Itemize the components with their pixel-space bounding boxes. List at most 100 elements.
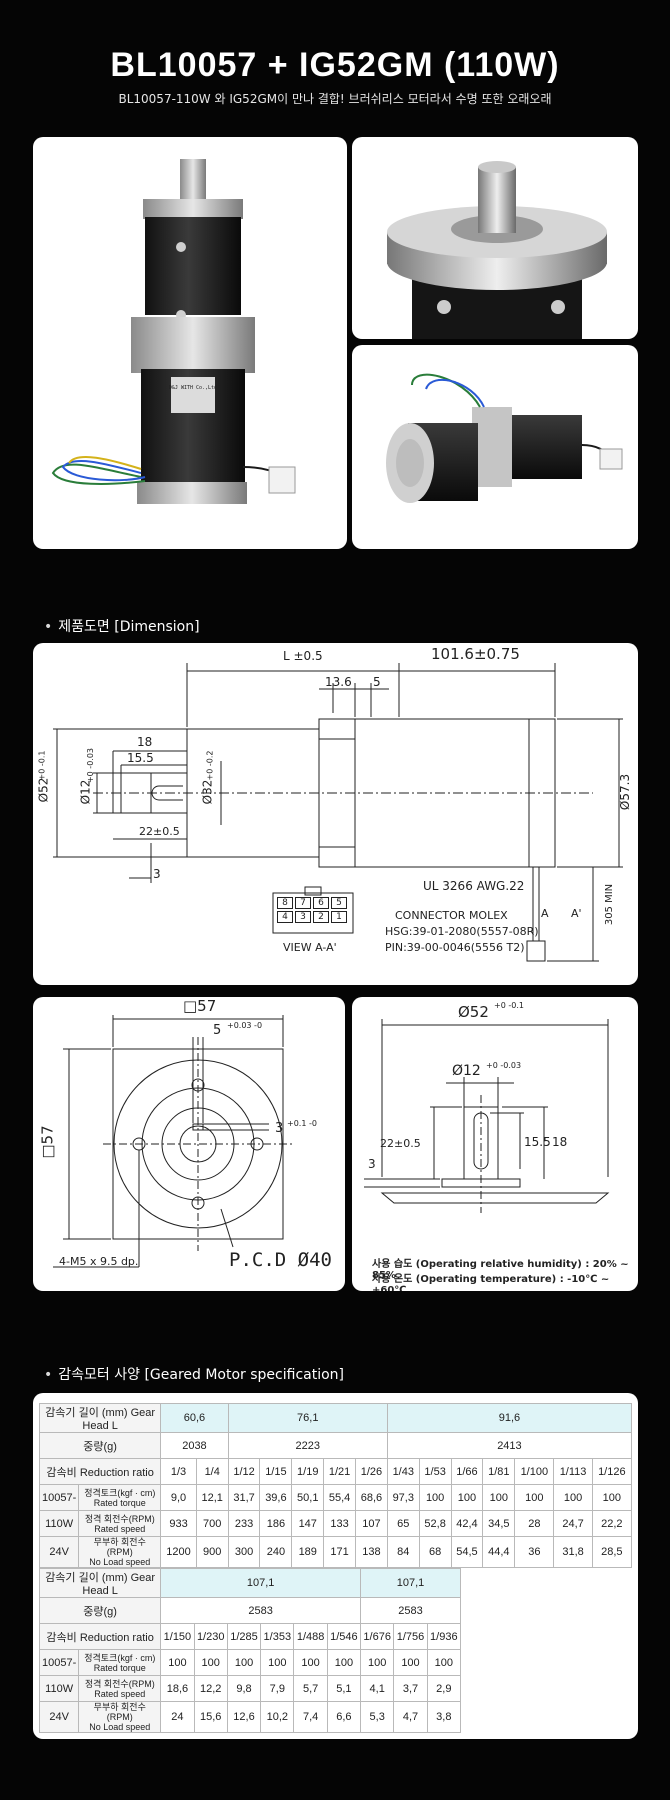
- spec-row-label: 정격토크(kgf · cm)Rated torque: [78, 1484, 162, 1511]
- cable-length-label: 305 MIN: [604, 883, 616, 926]
- noload-value: 10,2: [260, 1701, 295, 1733]
- rpm-value: 12,2: [193, 1675, 228, 1702]
- torque-value: 100: [293, 1649, 328, 1676]
- pin-4: 4: [277, 911, 293, 923]
- spec-row-label: 정격토크(kgf · cm)Rated torque: [78, 1649, 162, 1676]
- torque-value: 100: [326, 1649, 362, 1676]
- page-subtitle: BL10057-110W 와 IG52GM이 만나 결합! 브러쉬리스 모터라서…: [118, 92, 552, 106]
- ratio-label: 감속비 Reduction ratio: [38, 1458, 162, 1485]
- torque-value: 100: [450, 1484, 484, 1511]
- noload-value: 68: [418, 1536, 452, 1568]
- rpm-value: 2,9: [426, 1675, 462, 1702]
- product-photo-shaft: [352, 137, 638, 339]
- rpm-value: 933: [160, 1510, 197, 1537]
- dim-22-label: 22±0.5: [139, 825, 180, 838]
- torque-value: 12,1: [195, 1484, 229, 1511]
- spec-row-label-line: 정격토크(kgf · cm): [84, 1487, 156, 1498]
- dim-3-label: 3: [153, 867, 161, 881]
- noload-value: 7,4: [293, 1701, 328, 1733]
- ratio-value: 1/3: [160, 1458, 197, 1485]
- torque-value: 50,1: [291, 1484, 325, 1511]
- rpm-value: 65: [386, 1510, 420, 1537]
- rpm-value: 34,5: [482, 1510, 516, 1537]
- pin-2: 2: [313, 911, 329, 923]
- gear-head-value: 107,1: [360, 1568, 461, 1598]
- noload-value: 300: [227, 1536, 261, 1568]
- ratio-value: 1/15: [259, 1458, 293, 1485]
- ratio-value: 1/936: [426, 1623, 462, 1650]
- spec-row-label-line: 정격토크(kgf · cm): [84, 1652, 156, 1663]
- page-title: BL10057 + IG52GM (110W): [110, 46, 560, 84]
- torque-value: 68,6: [355, 1484, 388, 1511]
- connector-pin-label: PIN:39-00-0046(5556 T2): [385, 941, 525, 954]
- noload-value: 31,8: [553, 1536, 593, 1568]
- noload-value: 4,7: [393, 1701, 428, 1733]
- pin-7: 7: [295, 897, 311, 909]
- ratio-value: 1/756: [393, 1623, 428, 1650]
- rpm-value: 107: [355, 1510, 388, 1537]
- spec-row-label-line: 무부하 회전수(RPM): [93, 1702, 146, 1722]
- dim-57-top: □57: [183, 997, 217, 1015]
- torque-value: 9,0: [160, 1484, 197, 1511]
- model-side-label: 10057-: [38, 1484, 80, 1511]
- ratio-value: 1/21: [323, 1458, 357, 1485]
- ratio-value: 1/676: [360, 1623, 395, 1650]
- rpm-value: 147: [291, 1510, 325, 1537]
- side-dim-52: Ø52: [458, 1003, 489, 1021]
- dim-57-side: □57: [38, 1125, 57, 1159]
- dim-keyway-5-tol: +0.03 -0: [227, 1021, 263, 1030]
- noload-value: 6,6: [326, 1701, 362, 1733]
- ratio-value: 1/4: [195, 1458, 229, 1485]
- dim-5-label: 5: [373, 675, 381, 689]
- pin-8: 8: [277, 897, 293, 909]
- ratio-value: 1/19: [291, 1458, 325, 1485]
- connector-label: CONNECTOR MOLEX: [395, 909, 508, 922]
- side-dim-18: 18: [552, 1135, 568, 1149]
- rpm-value: 5,1: [326, 1675, 362, 1702]
- view-aa-label: VIEW A-A': [283, 941, 337, 954]
- spec-row-label-line: Rated torque: [93, 1497, 146, 1508]
- rpm-value: 186: [259, 1510, 293, 1537]
- ratio-value: 1/488: [293, 1623, 328, 1650]
- spec-row-label: 정격 회전수(RPM)Rated speed: [78, 1675, 162, 1702]
- noload-value: 171: [323, 1536, 357, 1568]
- rpm-value: 9,8: [226, 1675, 262, 1702]
- side-dim-3: 3: [368, 1157, 376, 1171]
- noload-value: 138: [355, 1536, 388, 1568]
- gear-head-value: 91,6: [386, 1403, 633, 1433]
- torque-value: 100: [260, 1649, 295, 1676]
- spec-row-label-line: Rated speed: [94, 1688, 146, 1699]
- dim-136-label: 13.6: [325, 675, 352, 689]
- torque-value: 100: [193, 1649, 228, 1676]
- gear-head-value: 60,6: [160, 1403, 229, 1433]
- dim-keyway-3-tol: +0.1 -0: [287, 1119, 317, 1128]
- dim-18-label: 18: [137, 735, 153, 749]
- rpm-value: 18,6: [160, 1675, 195, 1702]
- connector-pin-grid: 8 7 6 5 4 3 2 1: [277, 897, 347, 923]
- dim-155-label: 15.5: [127, 751, 154, 765]
- noload-value: 28,5: [591, 1536, 633, 1568]
- gear-head-label: 감속기 길이 (mm) Gear Head L: [38, 1403, 162, 1433]
- ratio-value: 1/285: [226, 1623, 262, 1650]
- dim-12-label: Ø12: [78, 779, 93, 805]
- torque-value: 100: [360, 1649, 395, 1676]
- noload-value: 15,6: [193, 1701, 228, 1733]
- dim-l-label: L ±0.5: [283, 649, 323, 663]
- rpm-value: 24,7: [553, 1510, 593, 1537]
- spec-row-label-line: 정격 회전수(RPM): [84, 1678, 155, 1689]
- ratio-value: 1/43: [386, 1458, 420, 1485]
- ratio-value: 1/353: [260, 1623, 295, 1650]
- pin-6: 6: [313, 897, 329, 909]
- motor-label-text: D&J WITH Co.,Ltd: [169, 385, 217, 391]
- side-dim-12: Ø12: [452, 1063, 481, 1079]
- noload-value: 44,4: [482, 1536, 516, 1568]
- weight-value: 2223: [227, 1432, 388, 1459]
- product-photo-main: D&J WITH Co.,Ltd: [33, 137, 347, 549]
- weight-value: 2583: [160, 1597, 362, 1624]
